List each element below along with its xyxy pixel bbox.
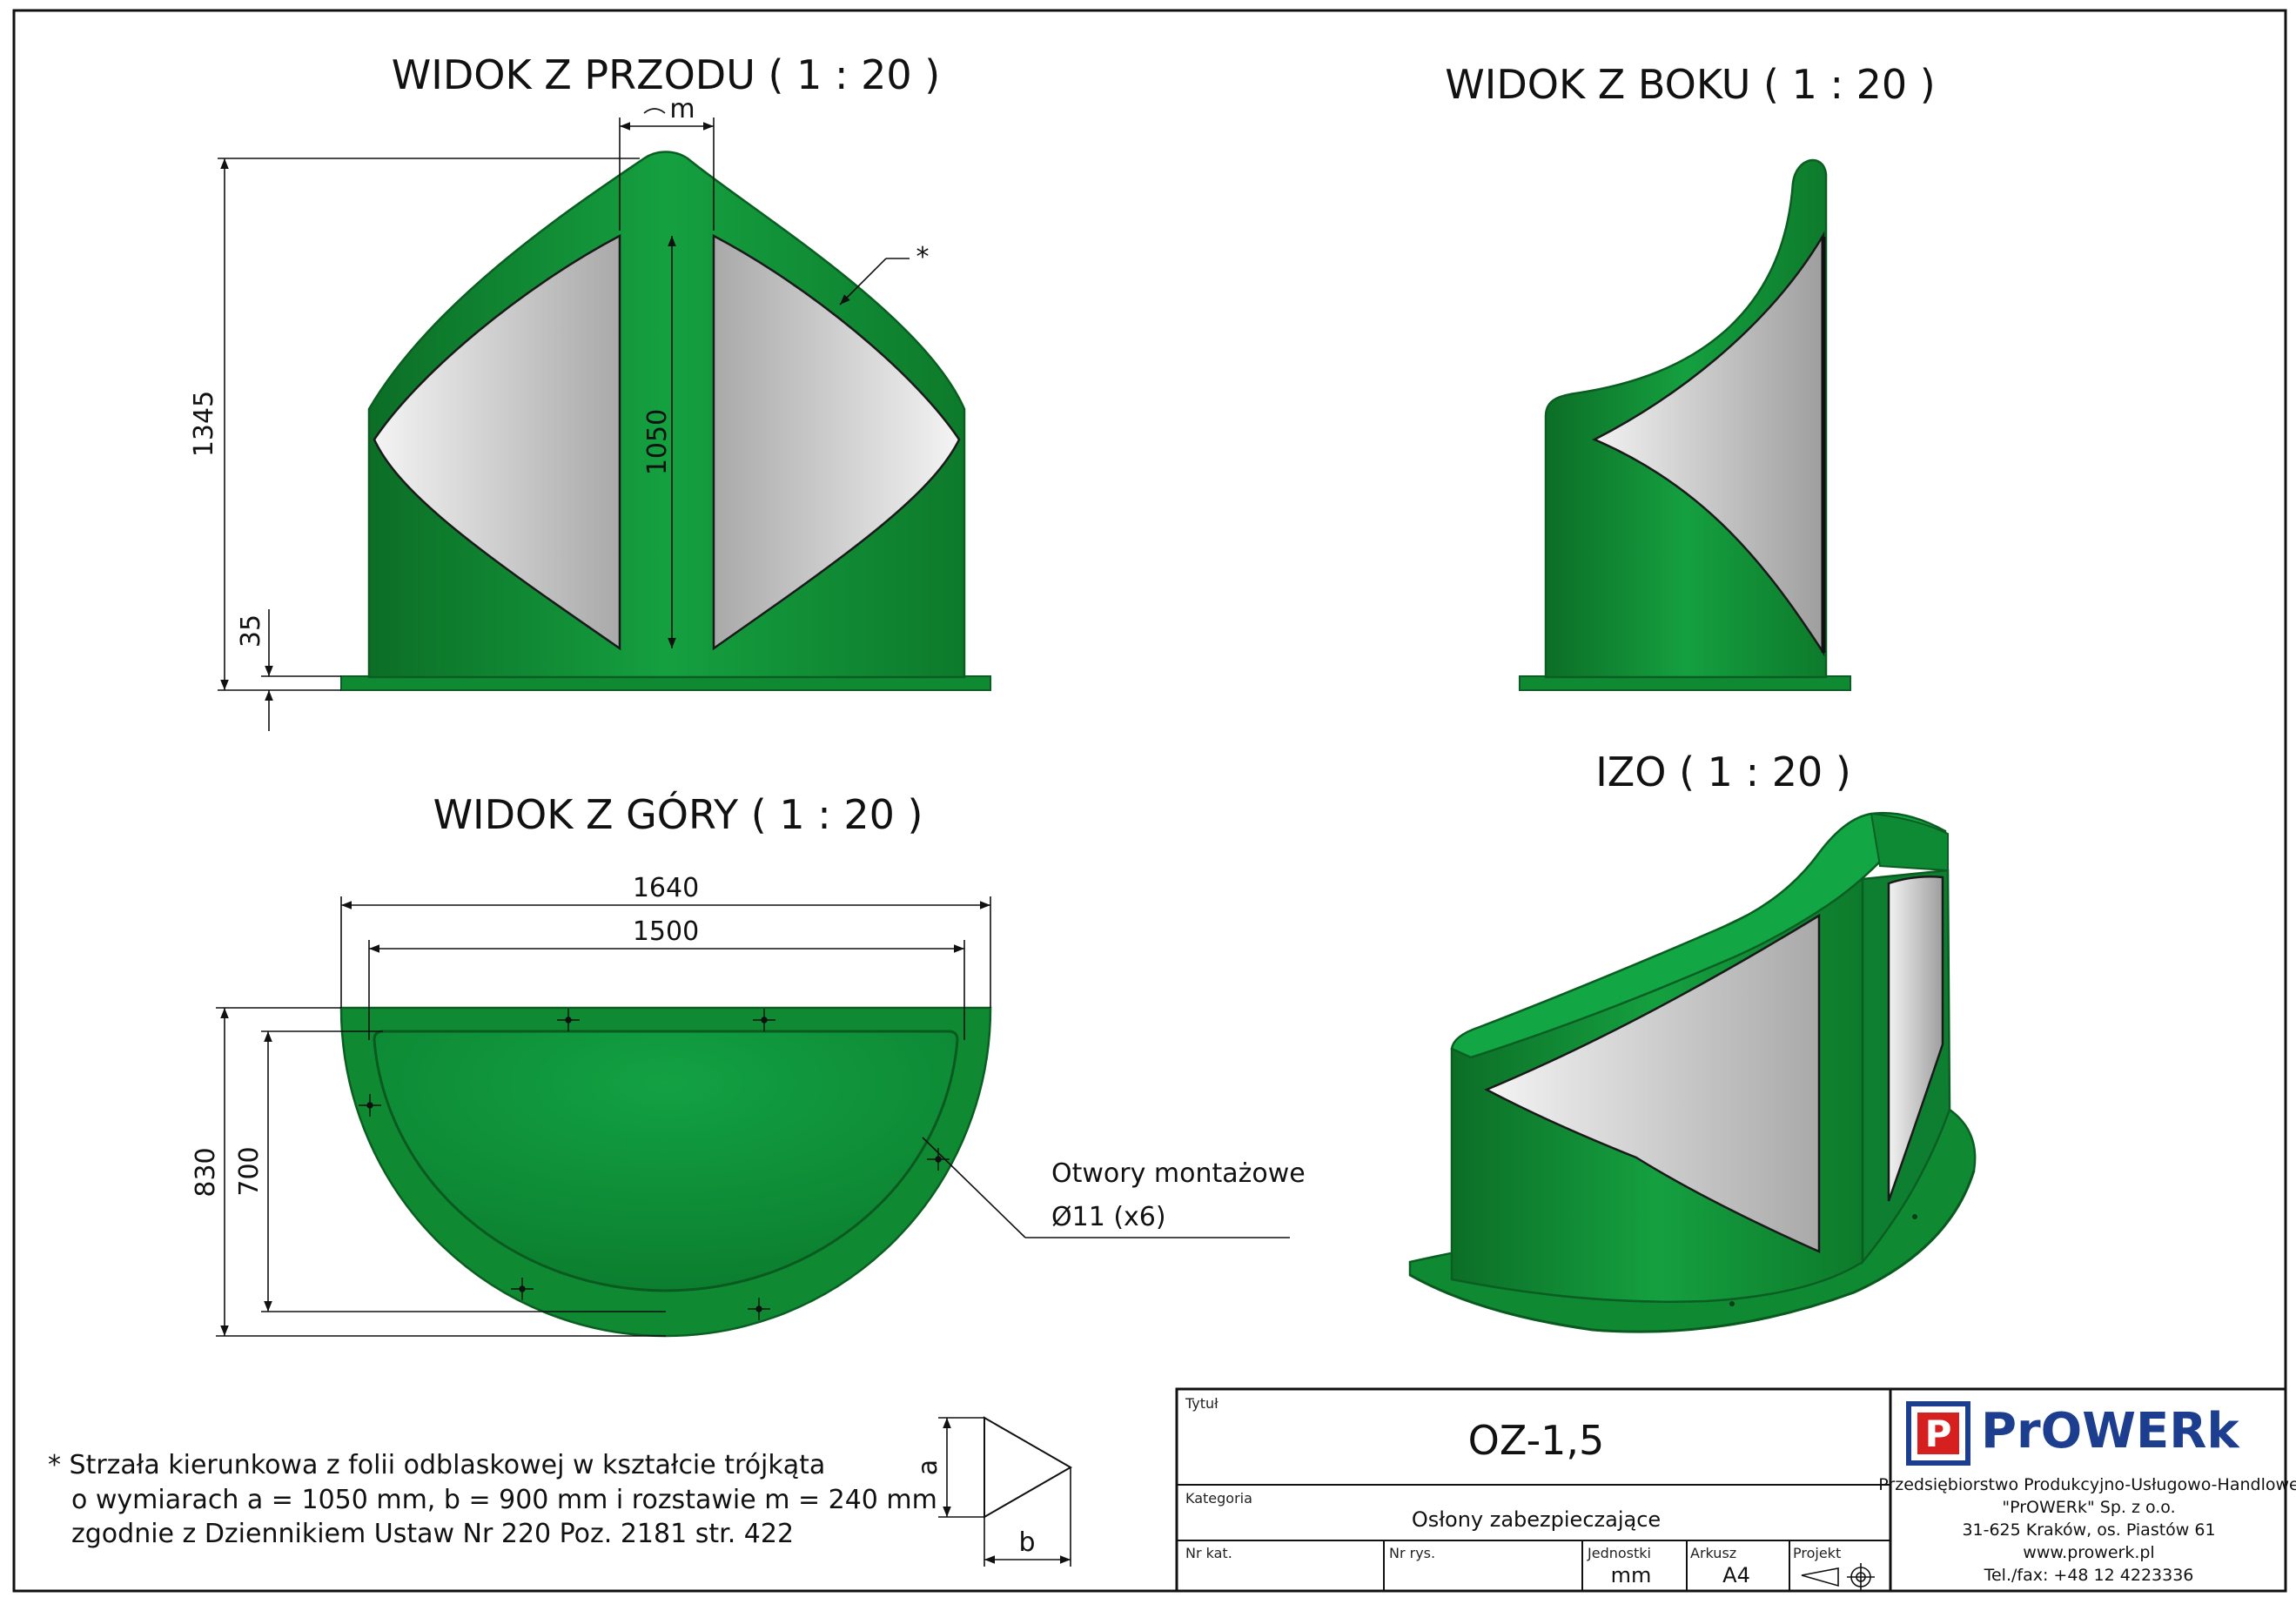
top-dim-outer-width: 1640 bbox=[633, 873, 699, 903]
side-foil bbox=[1592, 231, 1825, 657]
category-value: Osłony zabezpieczające bbox=[1412, 1507, 1661, 1532]
company-line-5: Tel./fax: +48 12 4223336 bbox=[1984, 1566, 2194, 1585]
front-foil-left bbox=[373, 233, 621, 651]
iso-foil-side bbox=[1887, 876, 1944, 1202]
units-value: mm bbox=[1611, 1563, 1652, 1587]
company-line-1: Przedsiębiorstwo Produkcyjno-Usługowo-Ha… bbox=[1878, 1475, 2296, 1494]
top-mounting-holes bbox=[359, 1009, 950, 1320]
catalog-no-label: Nr kat. bbox=[1185, 1545, 1232, 1561]
front-dim-total-height: 1345 bbox=[189, 391, 219, 457]
triangle-sketch: a b bbox=[913, 1416, 1073, 1567]
triangle-shape bbox=[984, 1416, 1073, 1519]
iso-view-title: IZO ( 1 : 20 ) bbox=[1595, 748, 1851, 795]
front-foil-right bbox=[712, 233, 961, 651]
company-line-3: 31-625 Kraków, os. Piastów 61 bbox=[1962, 1520, 2215, 1540]
note-line-3: zgodnie z Dziennikiem Ustaw Nr 220 Poz. … bbox=[71, 1519, 794, 1549]
category-label: Kategoria bbox=[1185, 1490, 1252, 1507]
footnote: * Strzała kierunkowa z folii odblaskowej… bbox=[48, 1450, 937, 1549]
company-line-4: www.prowerk.pl bbox=[2023, 1543, 2154, 1562]
sheet-value: A4 bbox=[1722, 1563, 1750, 1587]
top-dim-inner-depth: 700 bbox=[234, 1146, 265, 1196]
top-dim-outer-depth: 830 bbox=[191, 1147, 221, 1197]
sheet-label: Arkusz bbox=[1690, 1545, 1736, 1561]
side-view: WIDOK Z BOKU ( 1 : 20 ) bbox=[1445, 61, 1936, 691]
company-block: P PrOWERk Przedsiębiorstwo Produkcyjno-U… bbox=[1878, 1401, 2296, 1585]
front-dim-spacing: m bbox=[669, 94, 695, 124]
note-line-1: * Strzała kierunkowa z folii odblaskowej… bbox=[48, 1450, 825, 1480]
projection-symbol-icon bbox=[1801, 1563, 1875, 1591]
top-view: WIDOK Z GÓRY ( 1 : 20 ) 1640 1500 830 bbox=[191, 791, 1306, 1338]
iso-top-ridge bbox=[1450, 811, 1947, 1059]
side-view-title: WIDOK Z BOKU ( 1 : 20 ) bbox=[1445, 61, 1935, 108]
top-dim-inner-width: 1500 bbox=[633, 916, 699, 947]
iso-foil-front bbox=[1484, 913, 1821, 1253]
front-reflective-marker: * bbox=[916, 242, 930, 272]
top-holes-spec: Ø11 (x6) bbox=[1051, 1202, 1166, 1232]
front-view-title: WIDOK Z PRZODU ( 1 : 20 ) bbox=[392, 51, 940, 98]
units-label: Jednostki bbox=[1587, 1545, 1651, 1561]
title-label: Tytuł bbox=[1185, 1395, 1218, 1412]
iso-ridge-crest bbox=[1870, 812, 1949, 872]
company-line-2: "PrOWERk" Sp. z o.o. bbox=[2002, 1498, 2175, 1517]
title-block: Tytuł OZ-1,5 Kategoria Osłony zabezpiecz… bbox=[1175, 1387, 2287, 1593]
top-holes-label: Otwory montażowe bbox=[1051, 1158, 1306, 1189]
front-dim-arrow-height: 1050 bbox=[642, 409, 673, 475]
company-logo-letter: P bbox=[1925, 1413, 1952, 1455]
note-line-2: o wymiarach a = 1050 mm, b = 900 mm i ro… bbox=[71, 1485, 937, 1515]
top-view-title: WIDOK Z GÓRY ( 1 : 20 ) bbox=[433, 791, 923, 838]
top-inner-body bbox=[373, 1030, 959, 1292]
triangle-label-a: a bbox=[913, 1460, 943, 1475]
title-value: OZ-1,5 bbox=[1468, 1417, 1605, 1464]
drawing-no-label: Nr rys. bbox=[1389, 1545, 1435, 1561]
iso-view: IZO ( 1 : 20 ) bbox=[1408, 748, 1977, 1333]
side-base-plate bbox=[1519, 675, 1851, 691]
triangle-label-b: b bbox=[1018, 1527, 1035, 1558]
front-dim-base-height: 35 bbox=[236, 614, 266, 648]
company-logo-text: PrOWERk bbox=[1981, 1403, 2240, 1460]
front-base-plate bbox=[340, 675, 991, 691]
company-logo-icon: P bbox=[1906, 1401, 1970, 1466]
sheet-border bbox=[12, 9, 2287, 1593]
iso-base-edge bbox=[1409, 1170, 1976, 1333]
front-view: WIDOK Z PRZODU ( 1 : 20 ) m 1345 35 1050… bbox=[189, 51, 991, 731]
project-label: Projekt bbox=[1793, 1545, 1841, 1561]
